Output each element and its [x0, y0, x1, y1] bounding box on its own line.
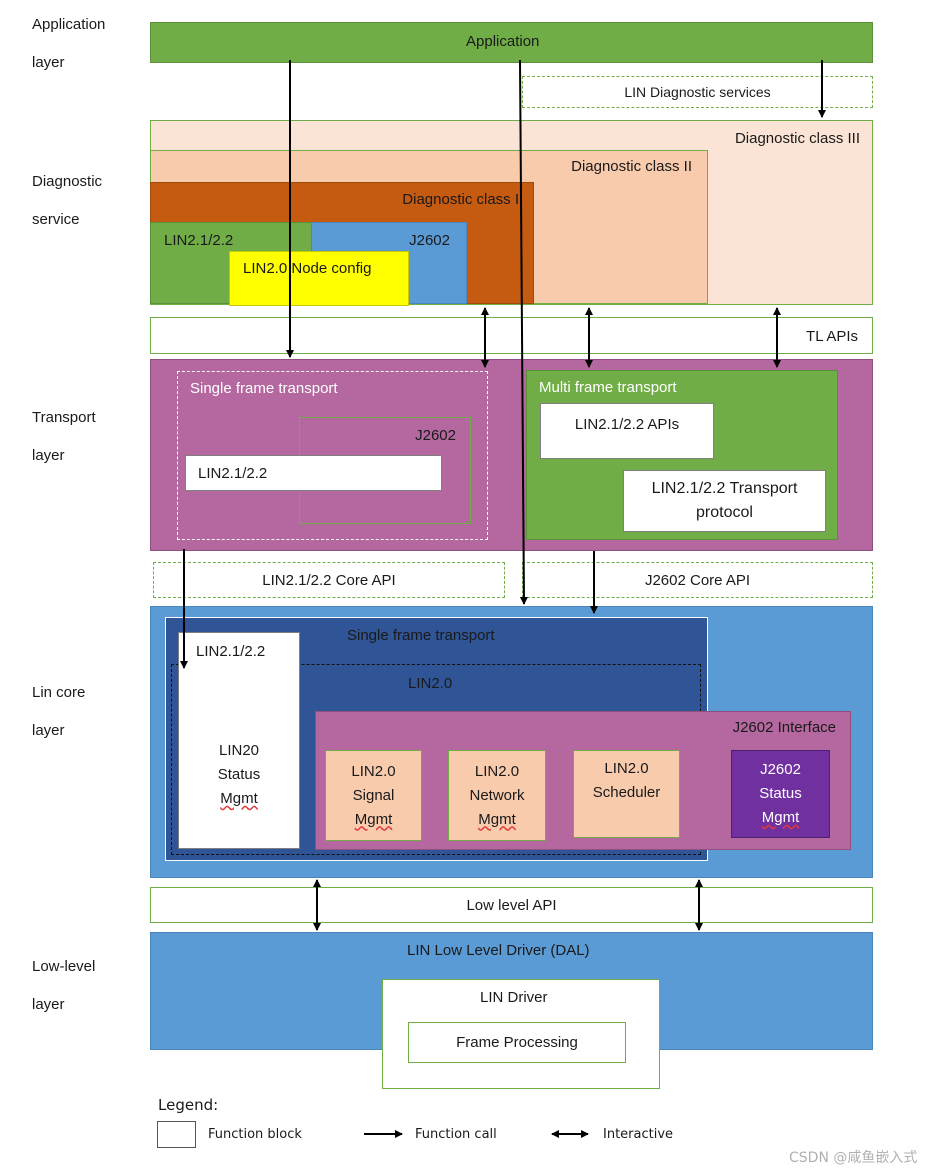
- single-frame-transport-block: Single frame transport: [177, 371, 488, 540]
- tl-apis-label: TL APIs: [806, 328, 858, 345]
- side-label-transport: Transport layer: [32, 409, 96, 464]
- j2602-core-api-label: J2602 Core API: [644, 571, 751, 589]
- core-lin20-label: LIN2.0: [408, 675, 453, 692]
- node-config-block: LIN2.0 Node config: [229, 251, 409, 306]
- side-label-lin-core: Lin core layer: [32, 684, 86, 739]
- multi-apis-label: LIN2.1/2.2 APIs: [574, 415, 680, 433]
- multi-transport-protocol-line2: protocol: [696, 504, 753, 521]
- legend-function-block-swatch: [157, 1121, 196, 1148]
- multi-frame-transport-label: Multi frame transport: [539, 379, 677, 396]
- signal-mgmt-block: LIN2.0 Signal Mgmt: [325, 750, 422, 841]
- lin20-status-mgmt: LIN20 Status Mgmt: [217, 742, 261, 807]
- node-config-label: LIN2.0 Node config: [243, 260, 372, 277]
- tl-apis-bar: TL APIs: [150, 317, 873, 354]
- lin-diagnostic-services-block: LIN Diagnostic services: [522, 76, 873, 108]
- side-label-low-level: Low-level layer: [32, 958, 96, 1013]
- arrow-app-to-lin-core: [519, 59, 528, 605]
- side-label-application: Application layer: [32, 16, 106, 71]
- transport-j2602-label: J2602: [415, 427, 456, 444]
- lin21-core-api-block: LIN2.1/2.2 Core API: [153, 562, 505, 598]
- multi-transport-protocol-block: LIN2.1/2.2 Transport protocol: [623, 470, 826, 532]
- lin21-core-api-label: LIN2.1/2.2 Core API: [262, 571, 396, 589]
- diagnostic-class-1-label: Diagnostic class I: [402, 191, 519, 208]
- frame-processing-label: Frame Processing: [456, 1034, 578, 1051]
- multi-transport-protocol-line1: LIN2.1/2.2 Transport: [651, 480, 798, 497]
- core-lin21-block: LIN2.1/2.2 LIN20 Status Mgmt: [178, 632, 300, 849]
- network-mgmt-block: LIN2.0 Network Mgmt: [448, 750, 546, 841]
- legend-title: Legend:: [158, 1096, 219, 1114]
- diag-j2602-label: J2602: [409, 232, 450, 249]
- low-level-api-label: Low level API: [466, 896, 557, 914]
- diagnostic-class-2-label: Diagnostic class II: [571, 158, 692, 175]
- transport-lin21-label: LIN2.1/2.2: [198, 465, 268, 482]
- diag-lin21-label: LIN2.1/2.2: [164, 232, 234, 249]
- core-single-frame-label: Single frame transport: [347, 627, 495, 644]
- scheduler-block: LIN2.0 Scheduler: [573, 750, 680, 838]
- lin-driver-label: LIN Driver: [480, 989, 548, 1006]
- watermark: CSDN @咸鱼嵌入式: [789, 1150, 918, 1166]
- lin-diagnostic-services-label: LIN Diagnostic services: [624, 84, 771, 100]
- application-block: Application: [150, 22, 873, 63]
- legend-function-call-label: Function call: [415, 1127, 497, 1142]
- j2602-status-mgmt-block: J2602 Status Mgmt: [731, 750, 830, 838]
- multi-apis-block: LIN2.1/2.2 APIs: [540, 403, 714, 459]
- low-level-driver-label: LIN Low Level Driver (DAL): [407, 942, 590, 959]
- application-title: Application: [466, 33, 540, 50]
- frame-processing-block: Frame Processing: [408, 1022, 626, 1063]
- transport-lin21-block: LIN2.1/2.2: [185, 455, 442, 491]
- core-lin21-label: LIN2.1/2.2: [196, 643, 266, 660]
- j2602-core-api-block: J2602 Core API: [522, 562, 873, 598]
- low-level-api-bar: Low level API: [150, 887, 873, 923]
- side-label-diagnostic: Diagnostic service: [32, 173, 103, 228]
- legend-function-block-label: Function block: [208, 1127, 302, 1142]
- single-frame-transport-label: Single frame transport: [190, 380, 338, 397]
- j2602-interface-label: J2602 Interface: [732, 719, 836, 736]
- legend-interactive-label: Interactive: [603, 1127, 674, 1142]
- diagnostic-class-3-label: Diagnostic class III: [734, 130, 860, 147]
